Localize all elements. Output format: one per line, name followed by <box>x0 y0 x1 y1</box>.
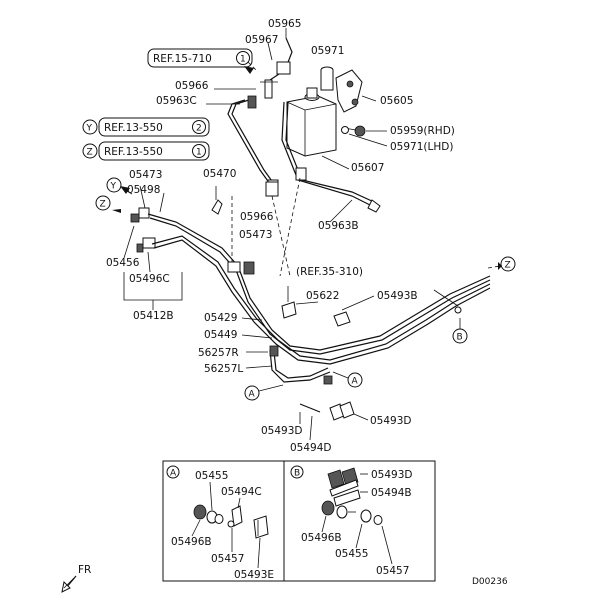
front-direction-indicator: FR <box>61 564 91 593</box>
leader-b-clip <box>433 289 459 307</box>
marker-z-left: Z <box>95 195 121 213</box>
bolt-05959 <box>341 125 388 147</box>
detail-a-label-05493e: 05493E <box>234 569 274 581</box>
front-label: FR <box>78 564 91 576</box>
label-05412b: 05412B <box>133 310 174 322</box>
detail-a-label-05496b: 05496B <box>171 536 212 548</box>
label-05959-rhd: 05959(RHD) <box>390 125 455 137</box>
dash-guide-1 <box>271 195 291 277</box>
ref-13-550-y-callout: Y REF.13-550 2 <box>82 117 210 137</box>
label-05470: 05470 <box>203 168 236 180</box>
detail-b-label-05496b: 05496B <box>301 532 342 544</box>
label-05473-top: 05473 <box>129 169 162 181</box>
marker-z-right: Z <box>487 256 516 272</box>
ref-13-550-y-tag: Y <box>86 124 93 134</box>
canister-05607 <box>286 66 337 157</box>
detail-b-label-05494b: 05494B <box>371 487 412 499</box>
detail-a-label-05457: 05457 <box>211 553 244 565</box>
diagram-code: D00236 <box>472 577 508 587</box>
label-56257r: 56257R <box>198 347 239 359</box>
detail-box-a: A 05455 05494C 05496B 05457 05493E <box>162 460 285 582</box>
ref-15-710-callout: REF.15-710 1 <box>147 48 253 68</box>
hose-05965-05967 <box>244 28 293 99</box>
label-05498: 05498 <box>127 184 160 196</box>
ref-15-710-circle: 1 <box>240 55 246 65</box>
detail-a-label-05455: 05455 <box>195 470 228 482</box>
marker-a-left: A <box>244 384 284 401</box>
ref-13-550-z-callout: Z REF.13-550 1 <box>82 141 210 161</box>
main-pipe-bundle <box>147 181 491 385</box>
label-05965: 05965 <box>268 18 301 30</box>
label-56257l: 56257L <box>204 363 243 375</box>
marker-a-right: A <box>332 371 363 388</box>
svg-text:Z: Z <box>100 200 106 210</box>
label-05493d-left: 05493D <box>261 425 303 437</box>
label-05971-lhd: 05971(LHD) <box>390 141 453 153</box>
label-05496c: 05496C <box>129 273 170 285</box>
ref-15-710-text: REF.15-710 <box>153 53 212 65</box>
leader-56257l <box>245 365 273 369</box>
marker-b-right: B <box>452 318 468 344</box>
detail-a-tag: A <box>170 469 177 479</box>
marker-y: Y <box>106 177 133 195</box>
clip-05493d <box>299 401 369 441</box>
leader-05449 <box>241 334 273 339</box>
clamp-05470 <box>211 186 223 215</box>
b-clip-point <box>454 306 462 314</box>
label-05622: 05622 <box>306 290 339 302</box>
detail-b-tag: B <box>294 469 300 479</box>
detail-b-label-05457: 05457 <box>376 565 409 577</box>
svg-text:A: A <box>352 377 359 387</box>
label-05607: 05607 <box>351 162 384 174</box>
label-05456: 05456 <box>106 257 140 269</box>
label-05494d: 05494D <box>290 442 332 454</box>
label-05963c: 05963C <box>156 95 197 107</box>
detail-b-label-05455: 05455 <box>335 548 368 560</box>
pipe-05963b <box>281 101 381 223</box>
label-05493d-right: 05493D <box>370 415 412 427</box>
label-05605: 05605 <box>380 95 413 107</box>
label-05473-mid: 05473 <box>239 229 272 241</box>
ref-13-550-y-circle: 2 <box>196 124 202 134</box>
svg-text:B: B <box>457 333 463 343</box>
dash-guide-2 <box>279 177 301 277</box>
label-ref-35-310: (REF.35-310) <box>296 266 363 278</box>
left-connectors <box>123 185 183 310</box>
leader-05429 <box>241 317 263 321</box>
label-05966-top: 05966 <box>175 80 209 92</box>
ref-13-550-z-circle: 1 <box>196 148 202 158</box>
ref-13-550-y-text: REF.13-550 <box>104 122 163 134</box>
label-05963b: 05963B <box>318 220 359 232</box>
clip-05622 <box>281 286 319 319</box>
detail-b-label-05493d: 05493D <box>371 469 413 481</box>
label-05966-mid: 05966 <box>240 211 274 223</box>
ref-13-550-z-tag: Z <box>87 148 93 158</box>
ref-13-550-z-text: REF.13-550 <box>104 146 163 158</box>
svg-text:Y: Y <box>110 182 117 192</box>
label-05493b: 05493B <box>377 290 418 302</box>
svg-text:Z: Z <box>505 261 511 271</box>
svg-text:A: A <box>249 390 256 400</box>
label-05429: 05429 <box>204 312 237 324</box>
detail-a-label-05494c: 05494C <box>221 486 262 498</box>
label-05971-top: 05971 <box>311 45 344 57</box>
detail-box-b: B 05493D 05494B 05496B 05455 05457 <box>283 460 436 582</box>
bracket-05605 <box>335 69 377 113</box>
label-05449: 05449 <box>204 329 237 341</box>
label-05967: 05967 <box>245 34 278 46</box>
clip-05493b <box>333 295 375 327</box>
